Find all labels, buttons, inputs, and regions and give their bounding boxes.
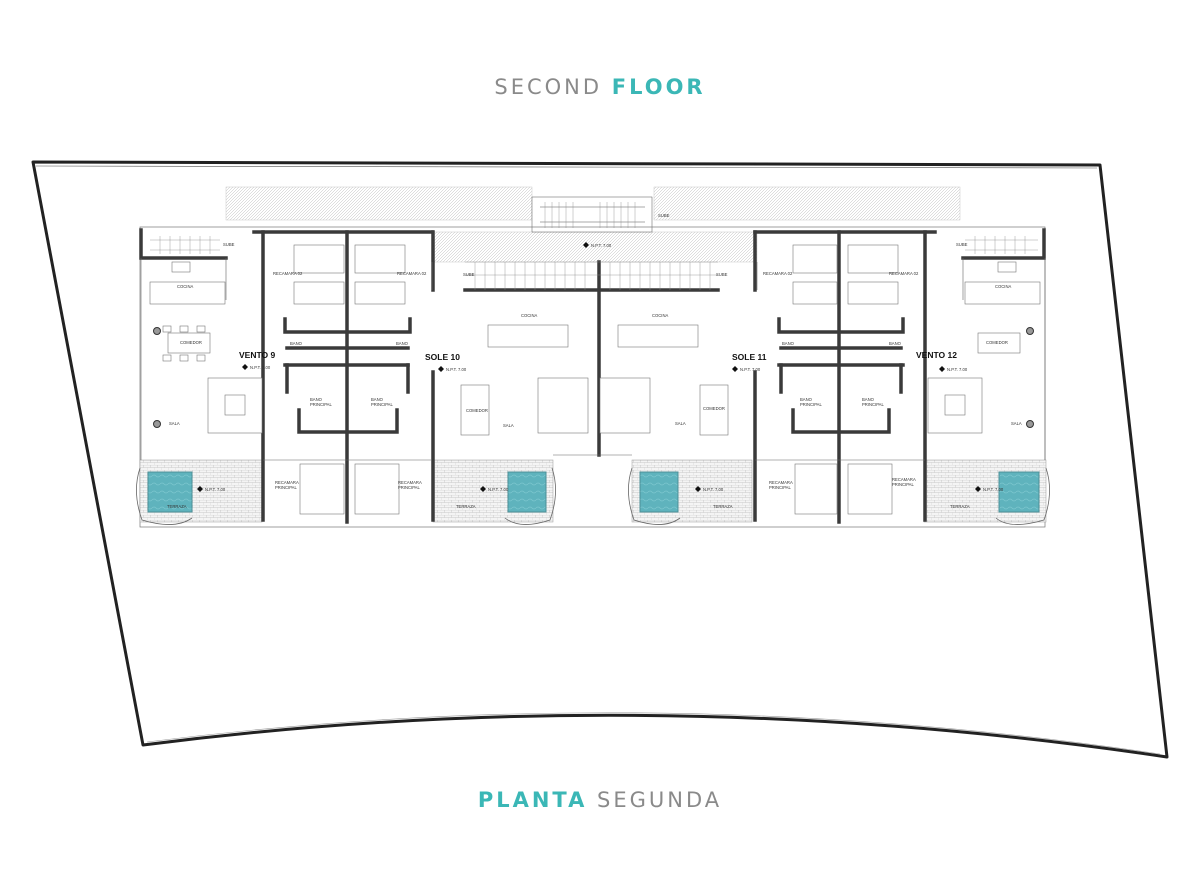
- level-label: N.P.T. 7.00: [205, 487, 226, 492]
- level-label: N.P.T. 7.00: [488, 487, 509, 492]
- label-recamara-principal: PRINCIPAL: [892, 482, 914, 487]
- level-label: N.P.T. 7.00: [446, 367, 467, 372]
- level-label: N.P.T. 7.00: [947, 367, 968, 372]
- label-cocina: COCINA: [521, 313, 537, 318]
- heading-bottom-accent: PLANTA: [477, 788, 588, 812]
- level-markers: [197, 242, 981, 492]
- label-sube-central: SUBE: [658, 213, 670, 218]
- label-sala: SALA: [169, 421, 180, 426]
- level-label: N.P.T. 7.00: [740, 367, 761, 372]
- label-recamara-02: RECAMARA 02: [763, 271, 793, 276]
- level-label: N.P.T. 7.00: [703, 487, 724, 492]
- label-comedor: COMEDOR: [986, 340, 1008, 345]
- label-terraza: TERRAZA: [713, 504, 733, 509]
- label-sube: SUBE: [716, 272, 728, 277]
- heading-top-accent: FLOOR: [611, 75, 706, 99]
- label-recamara-principal: RECAMARA: [769, 480, 793, 485]
- site-boundary: [31, 160, 1169, 759]
- terraces: [139, 459, 1047, 523]
- label-recamara-principal: PRINCIPAL: [398, 485, 420, 490]
- label-recamara-02: RECAMARA 02: [889, 271, 919, 276]
- label-recamara-principal: RECAMARA: [892, 477, 916, 482]
- label-sube: SUBE: [463, 272, 475, 277]
- label-bano-principal: BANO: [371, 397, 384, 402]
- pools: [147, 471, 1040, 513]
- label-terraza: TERRAZA: [167, 504, 187, 509]
- label-cocina: COCINA: [995, 284, 1011, 289]
- label-bano: BANO: [396, 341, 409, 346]
- label-bano-principal: PRINCIPAL: [862, 402, 884, 407]
- corridor-hatch: [225, 186, 533, 221]
- bottom-heading: PLANTA SEGUNDA: [0, 788, 1200, 812]
- label-recamara-principal: RECAMARA: [275, 480, 299, 485]
- label-bano-principal: PRINCIPAL: [371, 402, 393, 407]
- label-comedor: COMEDOR: [180, 340, 202, 345]
- label-bano-principal: PRINCIPAL: [310, 402, 332, 407]
- unit-name-sole-11: SOLE 11: [732, 352, 767, 362]
- level-label: N.P.T. 7.00: [591, 243, 612, 248]
- label-sube: SUBE: [956, 242, 968, 247]
- unit-name-vento-12: VENTO 12: [916, 350, 957, 360]
- label-bano: BANO: [290, 341, 303, 346]
- label-bano-principal: PRINCIPAL: [800, 402, 822, 407]
- label-terraza: TERRAZA: [950, 504, 970, 509]
- heading-bottom-normal: SEGUNDA: [597, 788, 723, 812]
- label-sala: SALA: [1011, 421, 1022, 426]
- label-terraza: TERRAZA: [456, 504, 476, 509]
- label-sala: SALA: [675, 421, 686, 426]
- label-comedor: COMEDOR: [703, 406, 725, 411]
- label-recamara-02: RECAMARA 02: [273, 271, 303, 276]
- walls: [139, 228, 1046, 524]
- label-sube: SUBE: [223, 242, 235, 247]
- heading-top-normal: SECOND: [494, 75, 603, 99]
- label-cocina: COCINA: [177, 284, 193, 289]
- label-bano: BANO: [782, 341, 795, 346]
- furniture: [149, 244, 1041, 515]
- label-comedor: COMEDOR: [466, 408, 488, 413]
- label-recamara-principal: PRINCIPAL: [769, 485, 791, 490]
- label-recamara-principal: PRINCIPAL: [275, 485, 297, 490]
- label-bano-principal: BANO: [800, 397, 813, 402]
- unit-name-sole-10: SOLE 10: [425, 352, 460, 362]
- label-bano-principal: BANO: [310, 397, 323, 402]
- label-bano-principal: BANO: [862, 397, 875, 402]
- label-cocina: COCINA: [652, 313, 668, 318]
- top-heading: SECOND FLOOR: [0, 75, 1200, 99]
- label-sala: SALA: [503, 423, 514, 428]
- label-recamara-02: RECAMARA 02: [397, 271, 427, 276]
- columns: [153, 327, 1034, 428]
- level-label: N.P.T. 7.00: [250, 365, 271, 370]
- label-bano: BANO: [889, 341, 902, 346]
- label-recamara-principal: RECAMARA: [398, 480, 422, 485]
- level-label: N.P.T. 7.00: [983, 487, 1004, 492]
- unit-name-vento-9: VENTO 9: [239, 350, 275, 360]
